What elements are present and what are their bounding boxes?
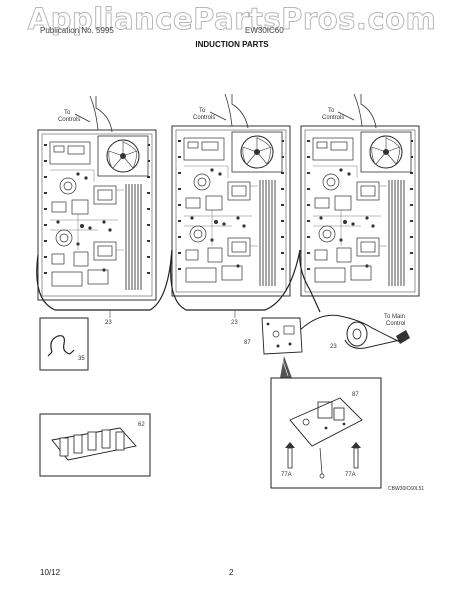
to-main-control-label-b: Control [386,321,406,327]
part-62-box [39,413,151,477]
to-controls-label-1b: Controls [58,117,81,123]
part-number-62: 62 [138,422,145,428]
part-number-77a-right: 77A [345,472,356,478]
part-number-87-small: 87 [244,340,251,346]
to-main-control-label: To Main [384,314,406,320]
to-controls-label-3: To [328,108,335,114]
part-number-23-center: 23 [231,320,238,326]
to-controls-label-2b: Controls [193,115,216,121]
to-controls-label-2: To [199,108,206,114]
footer-page-number: 2 [229,568,234,577]
wire-harness-23 [36,249,321,313]
part-number-23-left: 23 [105,320,112,326]
to-controls-label-3b: Controls [322,115,345,121]
part-35-box [39,317,89,371]
control-board-87-small [261,317,303,355]
drawing-code: CBW30IC60L51 [388,486,425,492]
induction-board-right [300,125,420,297]
part-number-77a-left: 77A [281,472,292,478]
induction-board-center [171,125,291,297]
induction-board-left [37,129,157,301]
control-wires [74,93,377,133]
sensor-cable [299,314,410,349]
part-number-87-detail: 87 [352,392,359,398]
publication-label: Publication No. 5995 [40,26,114,35]
part-number-23-right: 23 [330,344,337,350]
leader-lines [109,310,236,318]
detail-box [270,377,382,489]
section-title: INDUCTION PARTS [195,40,269,49]
part-number-35: 35 [78,356,85,362]
detail-pointer [280,356,292,378]
model-number-label: EW30IC60 [245,26,284,35]
to-controls-label-1: To [64,110,71,116]
footer-date: 10/12 [40,568,61,577]
